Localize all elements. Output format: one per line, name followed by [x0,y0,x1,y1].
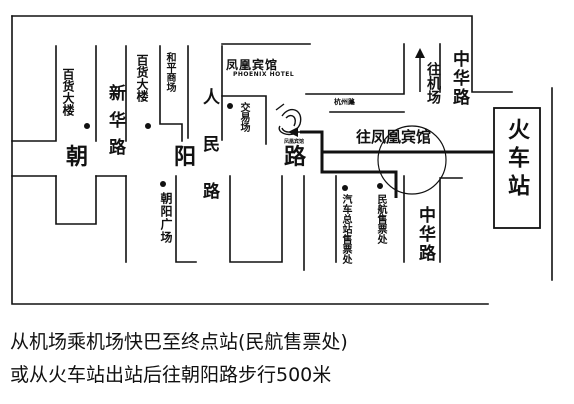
map-border [11,15,489,305]
route-from-airport [320,152,398,198]
label-baihuo-left: 百货大楼 [61,68,75,116]
dot-small-road [350,100,354,104]
block-south-renmin [229,175,283,263]
hotel-logo-caption: 凤凰宾馆 [284,139,305,145]
block-heping-top [125,45,183,142]
route-from-station [300,130,494,154]
street-chaoyang-3: 路 [284,145,307,170]
phoenix-logo-icon [275,103,302,136]
label-civil-aviation: 民航售票处 [375,194,386,244]
label-baihuo-right: 百货大楼 [135,54,149,102]
street-zhonghua-south: 中华路 [415,206,435,263]
street-xinhua: 新华路 [105,84,125,165]
label-chaoyang-square: 朝阳广场 [159,192,173,244]
dot-chaoyang-square [160,181,166,187]
block-south-square [175,175,197,263]
block-south-zhonghua [403,175,441,263]
roundabout [377,125,447,195]
label-railway-station: 火车站 [504,118,529,202]
block-left-top [11,45,57,142]
label-bus-terminal: 汽车总站售票处 [340,194,351,264]
map-border-top [11,15,513,93]
direction-to-airport: 往机场 [425,62,441,104]
railway-station-box [493,107,541,229]
hotel-sign-name: 凤凰宾馆 [226,58,279,72]
block-hotel [221,43,311,145]
label-jiaoyi-market: 交易场 [238,102,249,132]
street-zhonghua-north: 中华路 [449,50,469,107]
block-south-left [55,175,97,225]
label-small-road: 杭州路 [334,98,355,106]
direction-to-hotel: 往凤凰宾馆 [356,128,432,146]
caption-line-1: 从机场乘机场快巴至终点站(民航售票处) [10,331,348,353]
dot-baihuo-left [84,123,90,129]
dot-bus [342,185,348,191]
dot-aviation [377,183,383,189]
hotel-sign-english: PHOENIX HOTEL [233,71,295,78]
dot-baihuo-right [145,123,151,129]
street-chaoyang-2: 阳 [174,145,197,170]
street-renmin: 人民路 [199,88,219,229]
arrow-to-airport [415,48,425,58]
caption-line-2: 或从火车站出站后往朝阳路步行500米 [10,364,332,386]
dot-jiaoyi [227,103,233,109]
block-zhonghua-top-left [305,43,405,95]
street-chaoyang-1: 朝 [66,145,89,170]
label-heping-market: 和平商场 [164,52,175,92]
block-renmin-top [187,45,223,141]
